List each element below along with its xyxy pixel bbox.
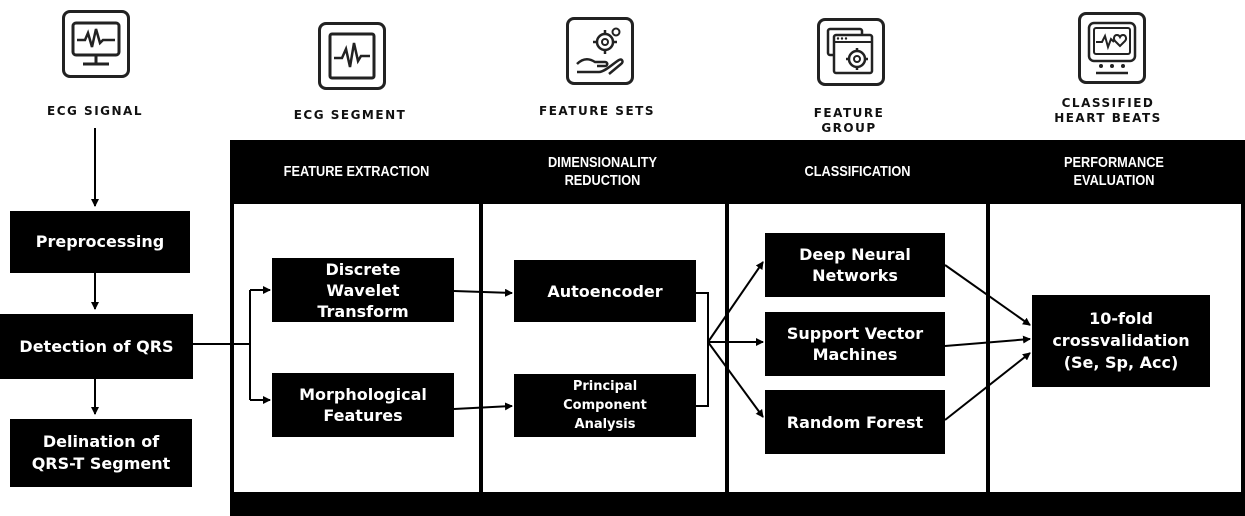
preprocessing-box: Preprocessing	[10, 211, 190, 273]
ecg-waveform-icon	[318, 22, 386, 90]
ecg-signal-label: ECG SIGNAL	[47, 104, 143, 118]
header-band	[230, 140, 1245, 204]
morphological-box: Morphological Features	[272, 373, 454, 437]
column-divider-2	[725, 140, 729, 516]
window-gear-icon	[817, 18, 885, 86]
column-divider-1	[479, 140, 483, 516]
detection-of-qrs-label: Detection of QRS	[19, 336, 174, 356]
feature-sets-label: FEATURE SETS	[539, 104, 655, 118]
crossvalidation-label: 10-fold crossvalidation (Se, Sp, Acc)	[1052, 309, 1190, 372]
heart-monitor-icon	[1078, 12, 1146, 84]
footer-band	[230, 492, 1245, 516]
classified-heart-beats-label: CLASSIFIED HEART BEATS	[1054, 96, 1162, 125]
column-border-left	[230, 140, 234, 516]
dwt-label: Discrete Wavelet Transform	[317, 259, 409, 321]
ecg-signal-icon	[62, 10, 130, 78]
column-divider-3	[986, 140, 990, 516]
header-dimensionality-reduction: DIMENSIONALITY REDUCTION	[547, 154, 658, 189]
header-performance-evaluation: PERFORMANCE EVALUATION	[1064, 154, 1164, 189]
delination-qrs-t-box: Delination of QRS-T Segment	[10, 419, 192, 487]
autoencoder-box: Autoencoder	[514, 260, 696, 322]
svm-box: Support Vector Machines	[765, 312, 945, 376]
header-feature-extraction: FEATURE EXTRACTION	[283, 163, 430, 180]
autoencoder-label: Autoencoder	[547, 281, 663, 301]
hand-gear-icon	[566, 17, 634, 85]
pca-box: Principal Component Analysis	[514, 374, 696, 437]
delination-qrs-t-label: Delination of QRS-T Segment	[31, 432, 171, 473]
feature-group-label: FEATURE GROUP	[813, 106, 885, 135]
morphological-label: Morphological Features	[299, 385, 427, 425]
random-forest-box: Random Forest	[765, 390, 945, 454]
column-border-right	[1241, 140, 1245, 516]
header-classification: CLASSIFICATION	[804, 163, 911, 180]
pca-label: Principal Component Analysis	[563, 379, 647, 432]
detection-of-qrs-box: Detection of QRS	[0, 314, 193, 379]
dnn-box: Deep Neural Networks	[765, 233, 945, 297]
dwt-box: Discrete Wavelet Transform	[272, 258, 454, 322]
random-forest-label: Random Forest	[786, 412, 924, 432]
svm-label: Support Vector Machines	[786, 324, 924, 364]
preprocessing-label: Preprocessing	[35, 232, 165, 251]
dnn-label: Deep Neural Networks	[799, 245, 911, 285]
ecg-segment-label: ECG SEGMENT	[293, 108, 407, 122]
crossvalidation-box: 10-fold crossvalidation (Se, Sp, Acc)	[1032, 295, 1210, 387]
